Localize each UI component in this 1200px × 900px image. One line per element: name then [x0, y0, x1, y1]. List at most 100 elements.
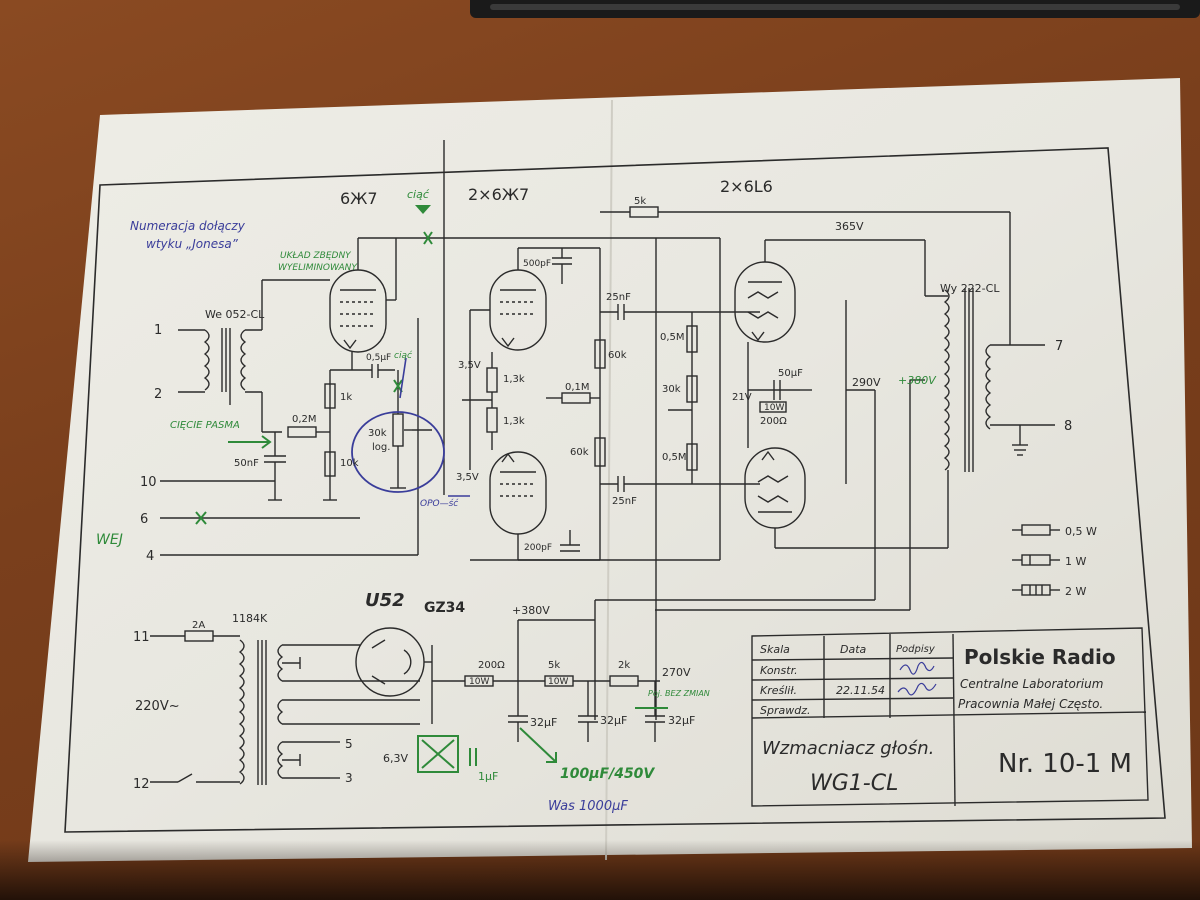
tb-data: Data [840, 643, 867, 656]
pin-4: 4 [146, 549, 154, 564]
r-1k: 1k [340, 392, 352, 403]
title-block [751, 627, 1149, 807]
c-50uf: 50μF [778, 368, 803, 379]
note-cut-top: ciąć [407, 188, 430, 201]
r-200-ohm-ps: 200Ω [478, 660, 505, 671]
v35-label-b: 3,5V [456, 472, 479, 483]
tb-org: Polskie Radio [964, 645, 1116, 669]
pin-10: 10 [140, 475, 157, 490]
tb-skala: Skala [760, 643, 790, 656]
r-10w-ps: 10W [469, 677, 489, 687]
pot-circle-mark [351, 411, 445, 493]
note-poj-bez-zmian: Poj. BEZ ZMIAN [648, 689, 710, 698]
pin-3: 3 [345, 771, 353, 785]
r-60k-a: 60k [608, 350, 627, 361]
tb-lab-line2: Pracownia Małej Często. [958, 697, 1103, 711]
input-transformer-label: We 052-CL [205, 308, 265, 321]
output-grid-network [470, 238, 721, 561]
laptop-edge [470, 0, 1200, 18]
power-transformer-label: 1184K [232, 612, 268, 625]
r-13k-a: 1,3k [503, 374, 525, 385]
note-cap-new: 100μF/450V [560, 766, 655, 782]
input-transformer [178, 279, 330, 433]
note-ciecie-pasma: CIĘCIE PASMA [170, 420, 240, 431]
note-380v: +380V [898, 374, 937, 387]
pin-8: 8 [1064, 419, 1072, 434]
note-opo: OPO—ść [420, 498, 459, 509]
c-25nf-a: 25nF [606, 292, 631, 303]
legend-05w: 0,5 W [1065, 525, 1097, 538]
r-10k: 10k [340, 458, 359, 469]
bottom-shadow [0, 840, 1200, 900]
tube-label-v1: 6Ж7 [340, 189, 378, 208]
signatures [897, 661, 937, 696]
filter-chain [432, 619, 665, 742]
pin-7: 7 [1055, 339, 1063, 354]
tb-kreslil: Kreślił. [760, 684, 797, 697]
tube-v4 [734, 239, 948, 343]
note-uklad-line1: UKŁAD ZBĘDNY [280, 251, 352, 261]
legend-1w: 1 W [1065, 555, 1086, 568]
v21-label: 21V [732, 392, 752, 403]
v63-label: 6,3V [383, 752, 408, 765]
rectifier-tube [355, 627, 433, 724]
fuse-label: 2A [192, 620, 205, 631]
tb-number: Nr. 10-1 M [998, 749, 1132, 779]
r-05m-a: 0,5M [660, 332, 685, 343]
tb-date: 22.11.54 [836, 684, 885, 697]
tb-konstr: Konstr. [760, 664, 798, 677]
pin-6: 6 [140, 512, 148, 527]
pin-11: 11 [133, 630, 150, 645]
r-30k: 30k [662, 384, 681, 395]
v365-label: 365V [835, 220, 864, 233]
tube-v5 [744, 447, 949, 549]
tube-label-v4v5: 2×6L6 [720, 177, 773, 196]
tube-v1 [329, 237, 432, 370]
v270-label: 270V [662, 666, 691, 679]
c-32uf-b: 32μF [600, 714, 627, 727]
legend-symbols [1012, 524, 1060, 596]
tb-sprawdz: Sprawdz. [760, 704, 810, 717]
output-transformer-label: Wy 222-CL [940, 282, 1000, 295]
input-pins [160, 318, 419, 556]
power-transformer [238, 639, 420, 785]
v35-label-a: 3,5V [458, 360, 481, 371]
pot-log: log. [372, 442, 390, 453]
pin-2: 2 [154, 387, 162, 402]
c-500pf: 500pF [523, 259, 551, 269]
r-60k-b: 60k [570, 447, 589, 458]
laptop-strip [490, 4, 1180, 10]
c-25nf-b: 25nF [612, 496, 637, 507]
tb-title-line2: WG1-CL [810, 771, 898, 796]
jones-note-line1: Numeracja dołączy [130, 219, 246, 233]
c-05uf: 0,5μF [366, 353, 391, 363]
v290-label: 290V [852, 376, 881, 389]
v380-label: +380V [512, 604, 550, 617]
note-cap-was: Was 1000μF [548, 799, 628, 814]
mains-label: 220V~ [135, 699, 180, 714]
pin-1: 1 [154, 323, 162, 338]
note-cut-mid: ciąć [394, 350, 413, 361]
rectifier-label: U52 [365, 590, 405, 611]
c-50nf: 50nF [234, 458, 259, 469]
output-transformer [655, 288, 1055, 611]
tb-title-line1: Wzmacniacz głośn. [762, 738, 934, 759]
tube-v2 [469, 247, 600, 470]
jones-note-line2: wtyku „Jonesa” [146, 237, 239, 251]
note-wej: WEJ [96, 532, 123, 548]
heater-outputs [330, 741, 340, 779]
input-network [264, 364, 395, 501]
c-32uf-a: 32μF [530, 716, 557, 729]
pin-5: 5 [345, 737, 353, 751]
r-5k-ps: 5k [548, 660, 560, 671]
cathode-network [462, 352, 498, 450]
tb-podpisy: Podpisy [896, 644, 936, 655]
r-10w: 10W [764, 403, 784, 413]
phase-splitter [546, 238, 760, 720]
r-02m: 0,2M [292, 414, 317, 425]
cut-arrow [415, 205, 431, 214]
note-uklad-line2: WYELIMINOWANY [278, 263, 358, 273]
r-01m: 0,1M [565, 382, 590, 393]
tube-label-v2v3: 2×6Ж7 [468, 185, 529, 204]
